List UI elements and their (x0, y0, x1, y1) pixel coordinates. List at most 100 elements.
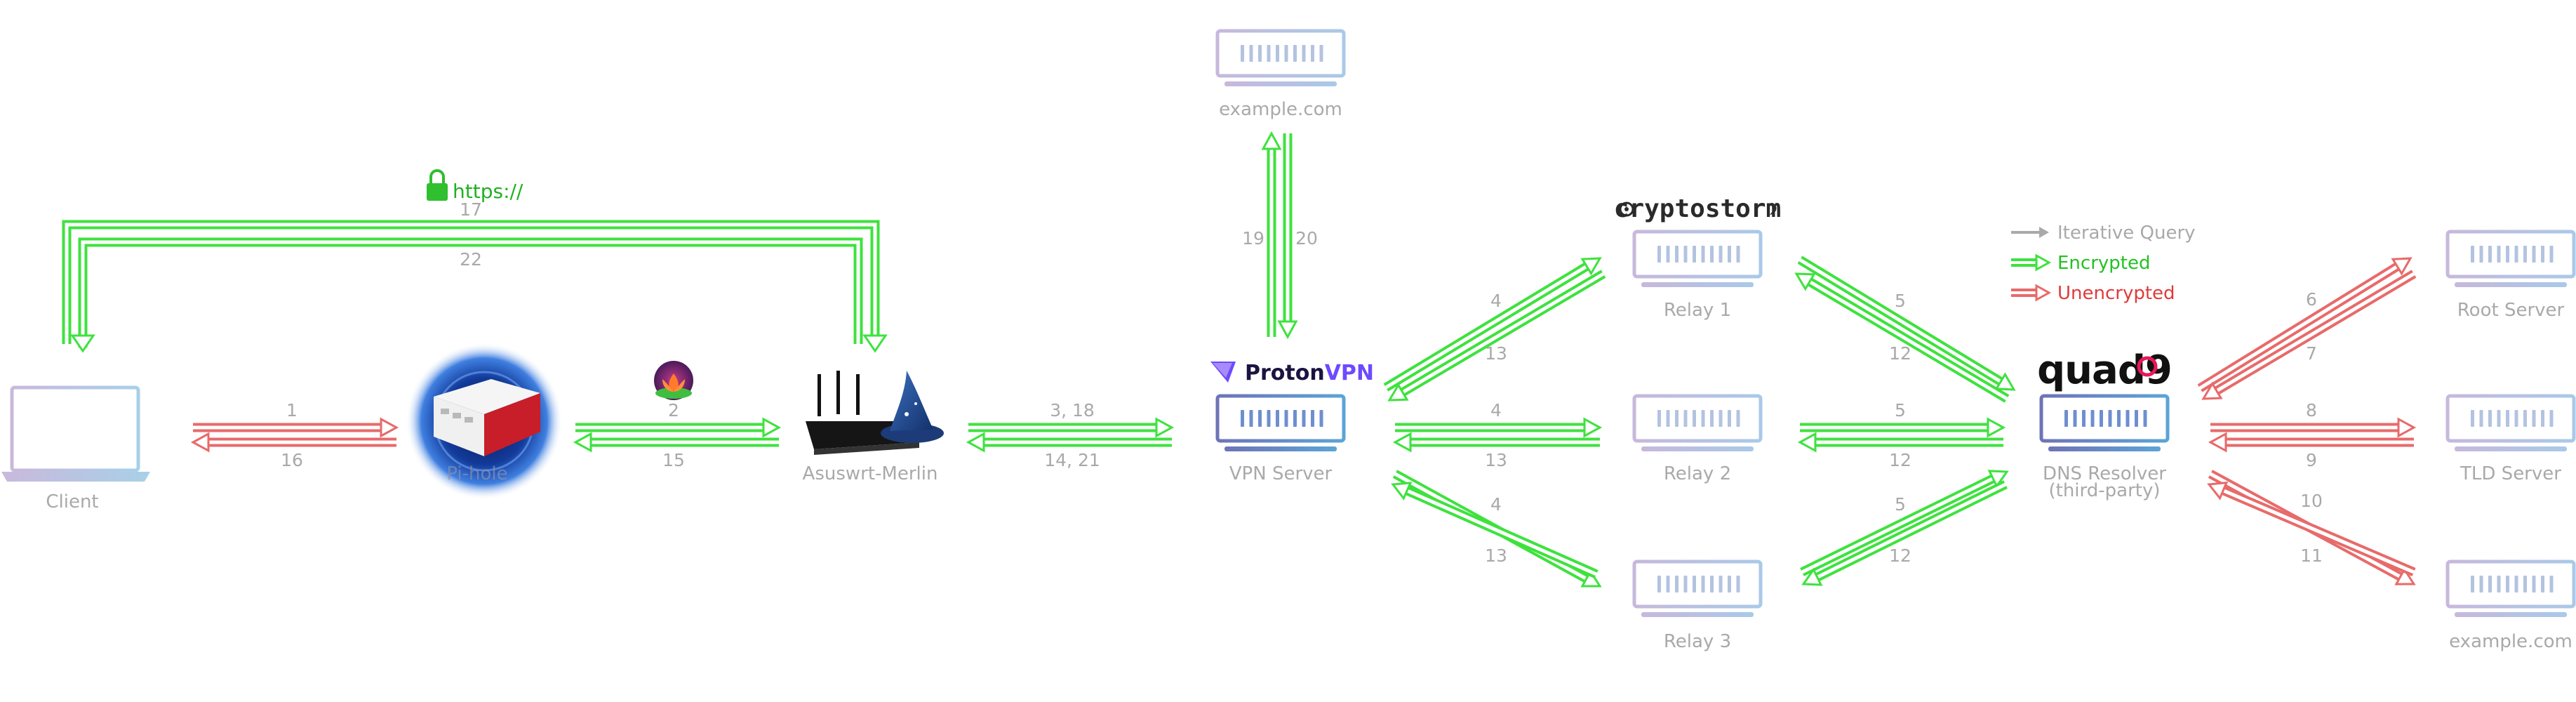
arrow-pihole-to-client (190, 432, 396, 453)
step-label-5b: 5 (1895, 400, 1906, 420)
legend-item: Encrypted (2011, 253, 2150, 274)
vpn-server-icon (1215, 394, 1346, 451)
pihole-label: Pi-hole (446, 463, 507, 484)
tld-server-icon (2445, 394, 2576, 451)
legend-item: Iterative Query (2011, 223, 2196, 244)
arrow-tld-to-resolver (2208, 432, 2414, 453)
arrow-pihole-to-router (575, 417, 782, 438)
step-label-14-21: 14, 21 (1044, 450, 1100, 470)
root-server-icon (2445, 230, 2576, 287)
relay3-server-icon (1632, 559, 1763, 617)
arrow-relay2-to-vpn (1392, 432, 1600, 453)
resolver-label: DNS Resolver (2043, 463, 2166, 484)
protonvpn-vpn-text: VPN (1325, 361, 1374, 385)
step-label-1: 1 (286, 400, 298, 420)
svg-text:ProtonVPN: ProtonVPN (1245, 361, 1374, 385)
step-label-19: 19 (1242, 228, 1264, 249)
step-label-8: 8 (2306, 400, 2317, 420)
step-label-5a: 5 (1895, 291, 1906, 311)
relay1-label: Relay 1 (1664, 300, 1731, 321)
step-label-16: 16 (281, 450, 303, 470)
arrow-resolver-to-relay3 (1801, 480, 2008, 586)
arrow-resolver-to-relay2 (1797, 432, 2003, 453)
relay2-label: Relay 2 (1664, 463, 1731, 484)
arrow-relay1-to-resolver (1797, 256, 2016, 391)
step-label-13a: 13 (1485, 343, 1507, 364)
step-label-12c: 12 (1889, 545, 1911, 566)
step-label-5c: 5 (1895, 494, 1906, 515)
arrows-layer (190, 131, 2417, 588)
tld-server-label: TLD Server (2460, 463, 2561, 484)
cryptostorm-logo: cryptostorm (1614, 194, 1781, 223)
router-label: Asuswrt-Merlin (803, 463, 938, 484)
arrow-root-to-resolver (2201, 270, 2417, 400)
step-label-4b: 4 (1490, 400, 1502, 420)
relay1-server-icon (1632, 230, 1763, 287)
arrow-router-to-pihole (573, 432, 779, 453)
web-top-label: example.com (1219, 99, 1342, 120)
legend-label: Iterative Query (2057, 223, 2196, 244)
arrow-vpn-to-relay1 (1383, 257, 1602, 392)
arrow-resolver-to-root (2197, 257, 2413, 392)
lotus-icon (654, 361, 693, 400)
client-label: Client (46, 491, 98, 512)
arrow-relay1-to-vpn (1387, 270, 1606, 402)
step-label-4c: 4 (1490, 494, 1502, 515)
arrow-resolver-to-relay1 (1794, 272, 2010, 403)
web-top-server-icon (1215, 29, 1346, 86)
arrow-relay2-to-resolver (1800, 417, 2006, 438)
legend-label: Unencrypted (2057, 283, 2175, 304)
arrow-vpn-to-web (1261, 131, 1282, 337)
arrow-web-to-vpn (1277, 133, 1298, 340)
arrow-router-to-vpn (968, 417, 1175, 438)
step-label-7: 7 (2306, 343, 2317, 364)
auth-server-label: example.com (2449, 631, 2572, 652)
arrow-vpn-to-router (966, 432, 1172, 453)
vpn-server-label: VPN Server (1229, 463, 1333, 484)
root-server-label: Root Server (2457, 300, 2565, 321)
protonvpn-logo: ProtonVPN (1210, 361, 1374, 385)
quad9-logo: quad9 (2037, 347, 2173, 393)
https-route (62, 220, 888, 353)
legend-item: Unencrypted (2011, 283, 2175, 304)
arrow-relay3-to-resolver (1800, 470, 2009, 576)
arrow-client-to-pihole (193, 417, 399, 438)
arrow-auth-to-resolver (2207, 481, 2416, 576)
step-label-13c: 13 (1485, 545, 1507, 566)
client-laptop-icon (1, 385, 150, 482)
https-label: https:// (453, 180, 523, 203)
arrow-resolver-to-tld (2210, 417, 2417, 438)
relay3-label: Relay 3 (1664, 631, 1731, 652)
auth-server-icon (2445, 559, 2576, 617)
step-label-20: 20 (1295, 228, 1318, 249)
cryptostorm-text: cryptostorm (1614, 194, 1781, 223)
step-label-12a: 12 (1889, 343, 1911, 364)
step-label-2: 2 (668, 400, 679, 420)
step-label-15: 15 (662, 450, 685, 470)
step-label-12b: 12 (1889, 450, 1911, 470)
protonvpn-proton-text: Proton (1245, 361, 1325, 385)
resolver-sublabel: (third-party) (2048, 480, 2160, 501)
step-label-4a: 4 (1490, 291, 1502, 311)
step-label-10: 10 (2300, 491, 2323, 511)
arrow-relay3-to-vpn (1391, 482, 1599, 578)
arrow-vpn-to-relay2 (1395, 417, 1603, 438)
step-label-9: 9 (2306, 450, 2317, 470)
lock-icon (427, 169, 448, 201)
wizard-hat-icon (881, 371, 944, 443)
dns-resolver-server-icon (2039, 394, 2170, 451)
quad9-text: quad9 (2037, 347, 2172, 393)
step-label-22: 22 (460, 249, 482, 270)
step-labels: 1 16 2 15 3, 18 14, 21 19 20 4 13 4 13 4… (281, 228, 2323, 566)
step-label-6: 6 (2306, 289, 2317, 310)
servers-layer (1215, 29, 2576, 617)
relay2-server-icon (1632, 394, 1763, 451)
step-label-11: 11 (2300, 545, 2323, 566)
step-label-17: 17 (460, 199, 482, 220)
legend-label: Encrypted (2057, 253, 2150, 274)
pihole-icon (406, 343, 563, 500)
step-label-13b: 13 (1485, 450, 1507, 470)
step-label-3-18: 3, 18 (1050, 400, 1095, 420)
